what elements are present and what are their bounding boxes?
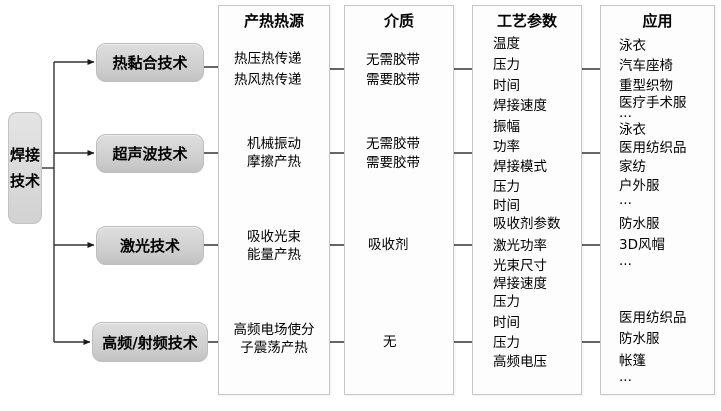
list-item: 医疗手术服 xyxy=(619,95,687,111)
list-item: 无需胶带 xyxy=(366,136,420,152)
branch-label: 超声波技术 xyxy=(112,145,188,163)
list-item: 高频电场使分 子震荡产热 xyxy=(233,322,315,356)
list-item: 热压热传递 xyxy=(234,51,302,67)
list-item: 压力 xyxy=(493,294,520,310)
list-item: 吸收剂 xyxy=(368,237,409,253)
list-item: 泳衣 xyxy=(619,122,646,138)
list-item: ... xyxy=(619,253,632,269)
list-item: 3D风帽 xyxy=(619,237,665,253)
list-item: 时间 xyxy=(493,198,520,214)
list-item: 泳衣 xyxy=(619,38,646,54)
panel-applications xyxy=(600,5,715,395)
branch-hf-rf: 高频/射频技术 xyxy=(92,322,208,362)
list-item: ... xyxy=(619,369,632,385)
panel-heat-source xyxy=(218,5,330,395)
list-item: 温度 xyxy=(493,36,520,52)
branch-laser: 激光技术 xyxy=(96,226,204,265)
list-item: 振幅 xyxy=(493,119,520,135)
list-item: 帐篷 xyxy=(619,353,646,369)
branch-thermal-bonding: 热黏合技术 xyxy=(96,43,204,82)
list-item: 需要胶带 xyxy=(366,155,420,171)
list-item: 户外服 xyxy=(619,178,660,194)
column-header-medium: 介质 xyxy=(383,12,414,30)
list-item: 焊接速度 xyxy=(493,98,547,114)
list-item: 无 xyxy=(383,334,397,350)
list-item: 医用纺织品 xyxy=(619,310,687,326)
root-label: 焊接 技术 xyxy=(9,146,40,190)
list-item: 压力 xyxy=(493,57,520,73)
list-item: 家纺 xyxy=(619,159,646,175)
panel-medium xyxy=(344,5,454,395)
list-item: 重型织物 xyxy=(619,78,673,94)
branch-label: 高频/射频技术 xyxy=(102,333,198,352)
list-item: 无需胶带 xyxy=(366,52,420,68)
list-item: 功率 xyxy=(493,139,520,155)
list-item: 激光功率 xyxy=(493,238,547,254)
branch-ultrasonic: 超声波技术 xyxy=(96,134,204,173)
list-item: 需要胶带 xyxy=(366,72,420,88)
list-item: ... xyxy=(619,192,632,208)
list-item: 汽车座椅 xyxy=(619,58,673,74)
panel-process-parameters xyxy=(472,5,582,395)
branch-label: 激光技术 xyxy=(119,237,180,255)
list-item: 焊接模式 xyxy=(493,159,547,175)
column-header-process-parameters: 工艺参数 xyxy=(496,12,557,30)
list-item: 吸收光束 能量产热 xyxy=(247,229,301,263)
list-item: 高频电压 xyxy=(493,354,547,370)
list-item: 压力 xyxy=(493,179,520,195)
column-header-heat-source: 产热热源 xyxy=(243,12,304,30)
list-item: 光束尺寸 xyxy=(493,258,547,274)
list-item: 时间 xyxy=(493,315,520,331)
column-header-applications: 应用 xyxy=(642,12,673,30)
list-item: 热风热传递 xyxy=(234,72,302,88)
list-item: 压力 xyxy=(493,335,520,351)
list-item: 吸收剂参数 xyxy=(493,216,561,232)
list-item: 机械振动 摩擦产热 xyxy=(247,136,301,170)
branch-label: 热黏合技术 xyxy=(112,54,188,72)
list-item: ... xyxy=(619,105,632,121)
list-item: 时间 xyxy=(493,78,520,94)
list-item: 医用纺织品 xyxy=(619,140,687,156)
root-node-welding-technology: 焊接 技术 xyxy=(8,112,42,224)
list-item: 焊接速度 xyxy=(493,276,547,292)
list-item: 防水服 xyxy=(619,331,660,347)
list-item: 防水服 xyxy=(619,216,660,232)
